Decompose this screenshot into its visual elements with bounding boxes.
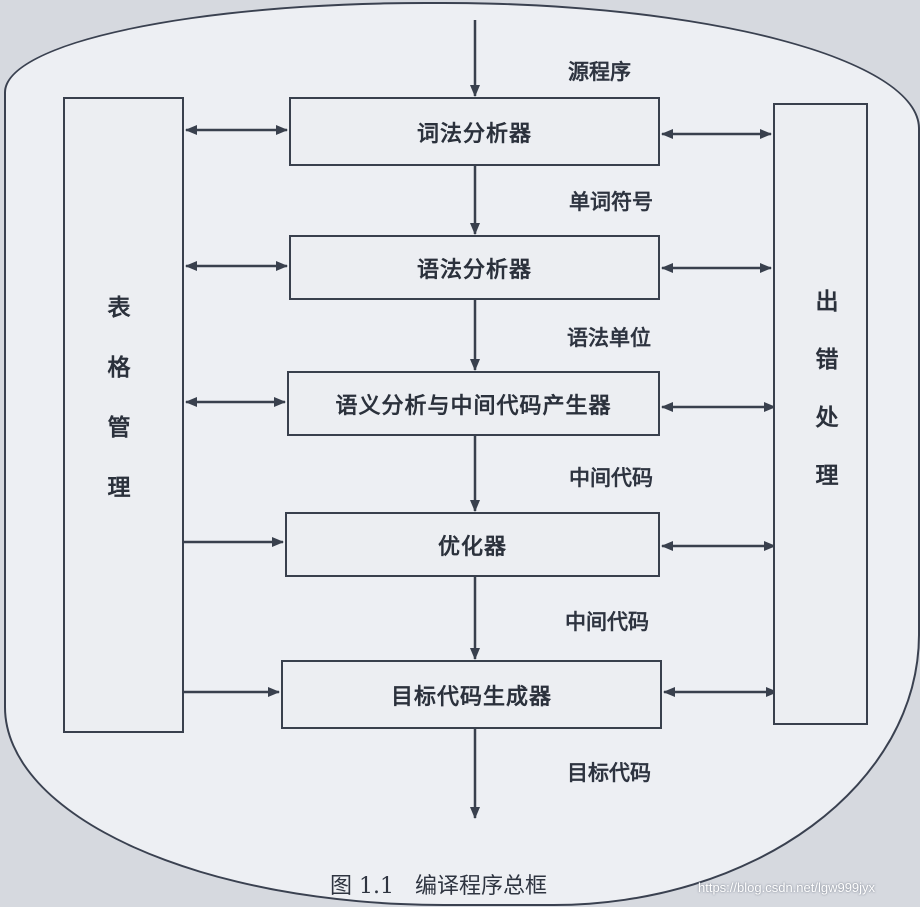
table-management-char-3: 管 [107,415,131,441]
source-program-label: 源程序 [568,60,631,84]
target-code-label: 目标代码 [567,761,651,785]
table-management-panel [63,97,184,733]
syntax-unit-label: 语法单位 [567,326,651,350]
error-handling-char-2: 错 [815,347,839,373]
lexer-box: 词法分析器 [289,97,660,166]
figure-caption: 图 1.1 编译程序总框 [330,874,547,899]
semantic-box: 语义分析与中间代码产生器 [287,371,660,436]
intermediate-code-label-2: 中间代码 [565,610,649,634]
error-handling-char-3: 处 [815,405,839,431]
error-handling-panel [773,103,868,725]
table-management-char-1: 表 [107,295,131,321]
table-management-char-4: 理 [107,475,131,501]
codegen-box: 目标代码生成器 [281,660,662,729]
table-management-char-2: 格 [107,355,131,381]
token-label: 单词符号 [569,190,653,214]
watermark-url: https://blog.csdn.net/lgw999jyx [698,880,876,895]
error-handling-char-1: 出 [815,289,839,315]
parser-box: 语法分析器 [289,235,660,300]
error-handling-char-4: 理 [815,463,839,489]
intermediate-code-label-1: 中间代码 [569,466,653,490]
optimizer-box: 优化器 [285,512,660,577]
